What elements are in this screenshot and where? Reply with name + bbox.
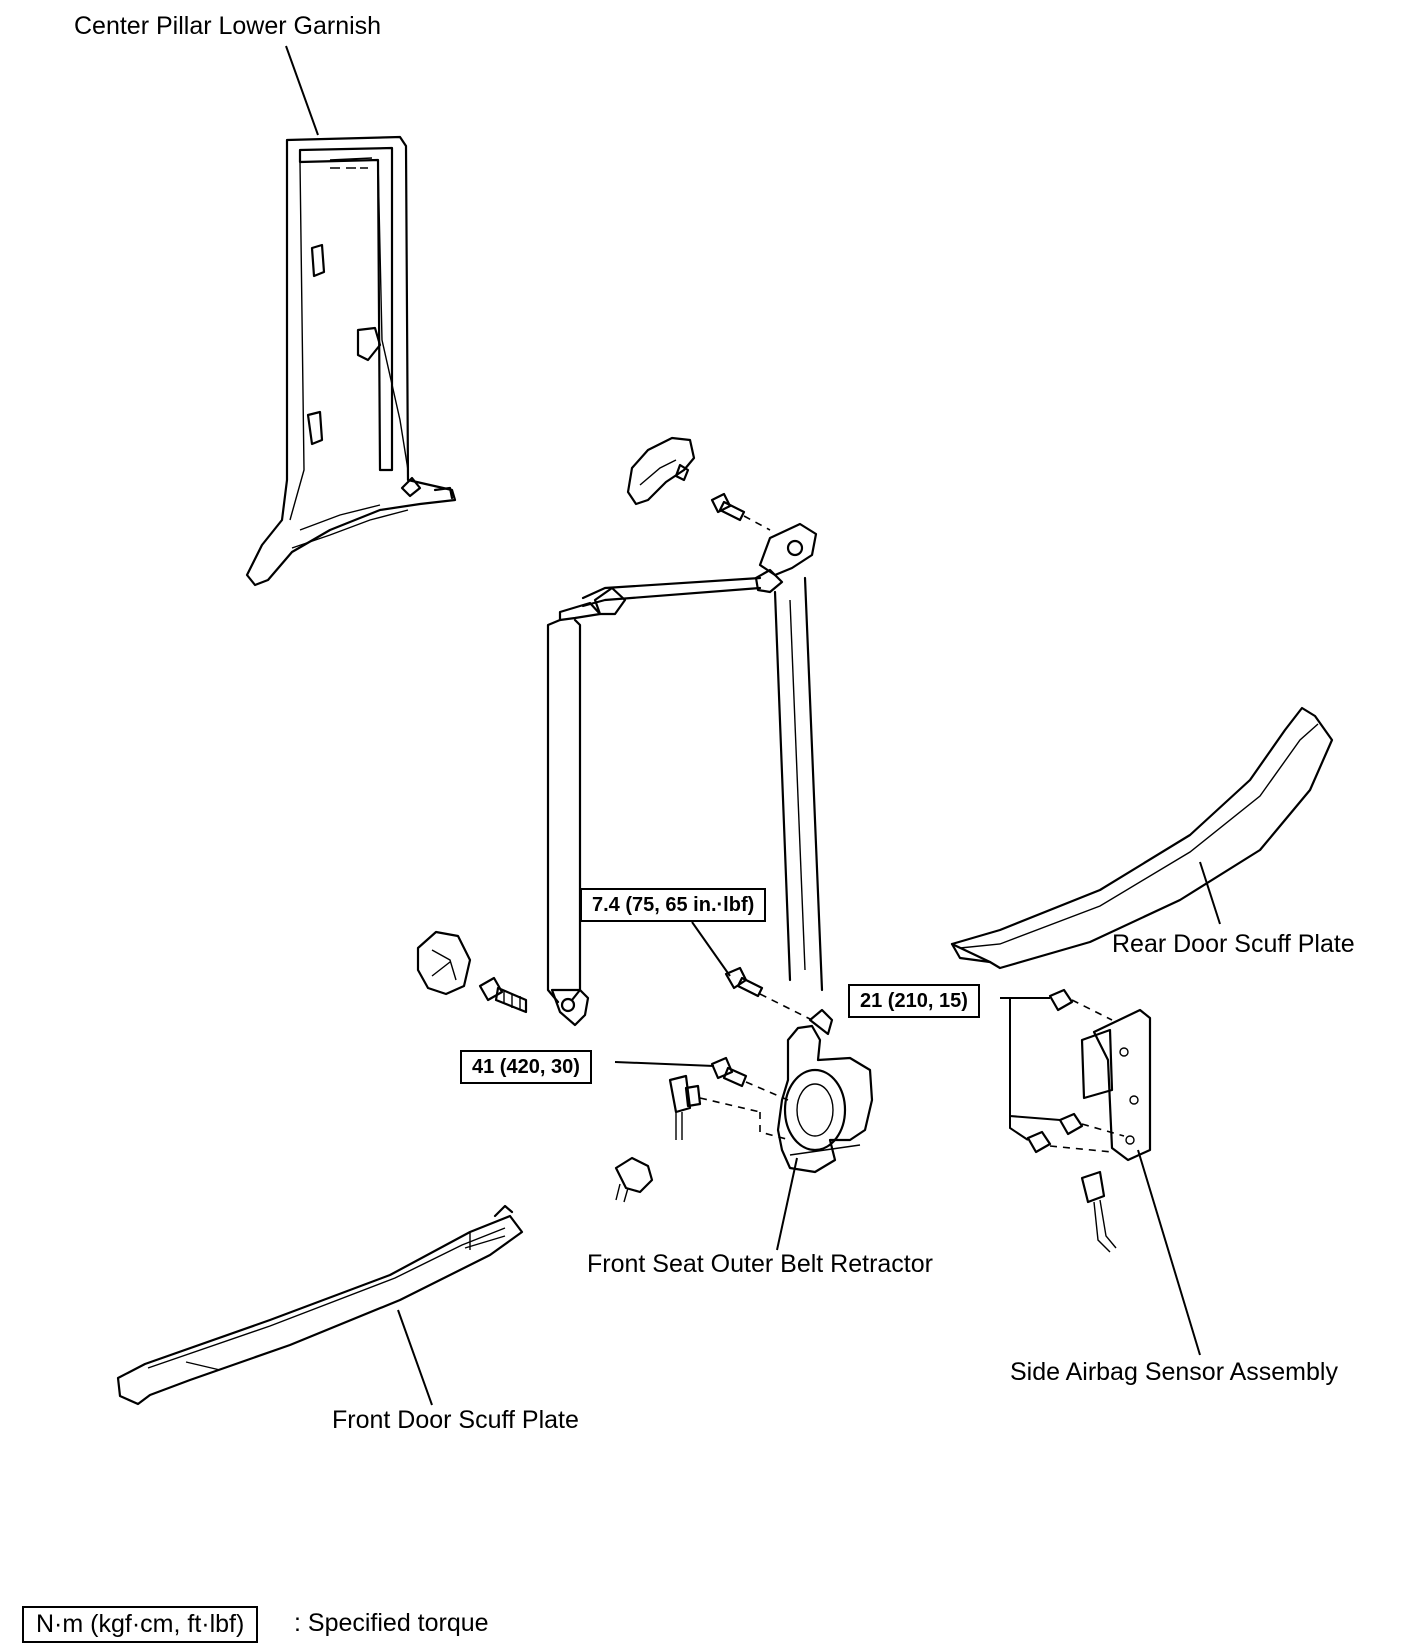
shoulder-anchor-cover-drawing [626, 436, 696, 506]
label-front-door-scuff-plate: Front Door Scuff Plate [332, 1406, 579, 1434]
torque-spec-retractor-upper-bolt: 7.4 (75, 65 in.·lbf) [580, 888, 767, 922]
front-door-scuff-plate-drawing [116, 1204, 524, 1406]
retractor-lower-bolt-drawing [710, 1056, 789, 1101]
legend-description: : Specified torque [294, 1609, 489, 1637]
lower-anchor-bolt-drawing [478, 976, 528, 1014]
retractor-upper-bolt-drawing [724, 966, 813, 1021]
label-front-seat-outer-belt-retractor: Front Seat Outer Belt Retractor [587, 1250, 933, 1278]
label-center-pillar-lower-garnish: Center Pillar Lower Garnish [74, 12, 382, 40]
top-anchor-bolt-drawing [710, 492, 771, 531]
label-rear-door-scuff-plate: Rear Door Scuff Plate [1112, 930, 1355, 958]
center-pillar-lower-garnish-drawing [245, 135, 457, 587]
label-side-airbag-sensor-assembly: Side Airbag Sensor Assembly [1010, 1358, 1338, 1386]
rear-door-scuff-plate-drawing [950, 706, 1334, 970]
leader-lines [285, 45, 1221, 1406]
torque-spec-anchor-bolt: 41 (420, 30) [460, 1050, 592, 1084]
torque-spec-sensor-bolts: 21 (210, 15) [848, 984, 980, 1018]
lower-anchor-cover-drawing [416, 930, 472, 996]
seat-belt-webbing-drawing [546, 522, 824, 1027]
side-airbag-sensor-drawing [1026, 988, 1152, 1253]
belt-retractor-drawing [776, 1008, 874, 1174]
legend-torque-unit-box: N·m (kgf·cm, ft·lbf) [22, 1606, 259, 1643]
pretensioner-connector-drawing [614, 1074, 791, 1203]
